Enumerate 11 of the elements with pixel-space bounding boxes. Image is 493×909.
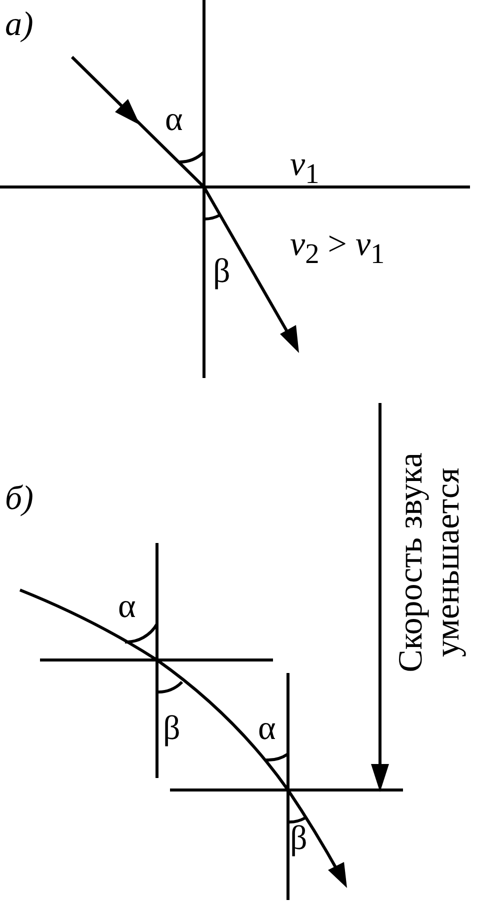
angle-label: α bbox=[165, 103, 183, 137]
velocity-label: v$_{1}$ bbox=[290, 148, 320, 190]
panel-label: б) bbox=[5, 482, 34, 516]
velocity-label: v$_{2}$ > v$_{1}$ bbox=[290, 228, 385, 270]
angle-label: α bbox=[118, 590, 136, 624]
panel-label: а) bbox=[5, 8, 34, 42]
angle-label: α bbox=[258, 712, 276, 746]
side-note: Скорость звука уменьшается bbox=[392, 452, 468, 674]
angle-label: β bbox=[163, 712, 180, 746]
angle-label: β bbox=[290, 822, 308, 856]
angle-label: β bbox=[213, 255, 230, 289]
